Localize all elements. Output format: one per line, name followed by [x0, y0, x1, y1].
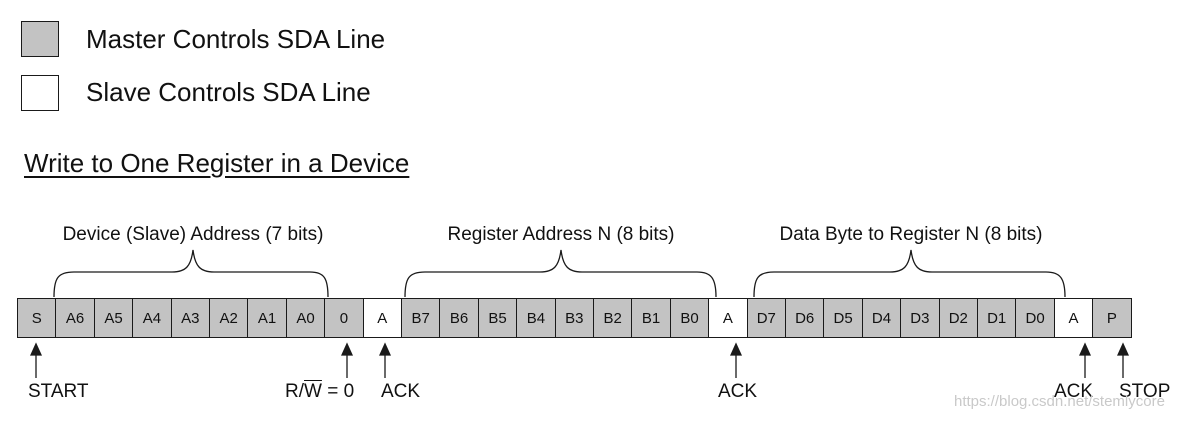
frame-cell: B3: [554, 298, 594, 338]
register-address-brace: [404, 249, 717, 298]
frame-cell: A1: [247, 298, 287, 338]
frame-cell: A: [1053, 298, 1094, 338]
frame-cell: A4: [132, 298, 172, 338]
rw-label: R/W = 0: [285, 381, 354, 403]
diagram-title: Write to One Register in a Device: [24, 148, 410, 178]
frame-cell: A0: [285, 298, 326, 338]
frame-cell: B6: [439, 298, 479, 338]
rw-suffix: = 0: [321, 381, 355, 402]
ack-3-label: ACK: [1054, 381, 1094, 402]
frame-cell: A: [362, 298, 402, 338]
frame-cell: S: [17, 298, 57, 338]
legend-master-label: Master Controls SDA Line: [86, 24, 386, 54]
rw-bar: W: [304, 381, 322, 402]
ack-2-label: ACK: [718, 381, 758, 402]
stop-label: STOP: [1119, 381, 1171, 402]
frame-cell: B5: [477, 298, 518, 338]
rw-prefix: R/: [285, 381, 304, 402]
frame-cell: 0: [324, 298, 364, 338]
legend-slave-swatch: [21, 75, 59, 111]
data-byte-brace: [753, 249, 1066, 298]
frame-cell: B0: [669, 298, 710, 338]
frame-cell: B7: [401, 298, 441, 338]
start-label: START: [28, 381, 89, 402]
ack-3-arrow: [1078, 342, 1092, 378]
data-byte-label: Data Byte to Register N (8 bits): [779, 224, 1043, 245]
frame-cell: D0: [1015, 298, 1055, 338]
frame-cell: A6: [55, 298, 95, 338]
frame-cell: D5: [823, 298, 863, 338]
frame-cell: D3: [900, 298, 940, 338]
device-address-label: Device (Slave) Address (7 bits): [62, 224, 324, 245]
frame-cell: A2: [209, 298, 249, 338]
stop-arrow: [1116, 342, 1130, 378]
frame-cell: A3: [170, 298, 210, 338]
frame-cell: B1: [631, 298, 671, 338]
frame-cell: B2: [593, 298, 633, 338]
frame-cell: A: [708, 298, 748, 338]
start-arrow: [29, 342, 43, 378]
register-address-label: Register Address N (8 bits): [447, 224, 675, 245]
legend-slave-label: Slave Controls SDA Line: [86, 77, 371, 107]
frame-cell: A5: [93, 298, 134, 338]
frame-cell: D2: [938, 298, 978, 338]
frame-cell: P: [1092, 298, 1132, 338]
frame-cell: D4: [861, 298, 902, 338]
frame-cell: B4: [516, 298, 556, 338]
frame-cell: D6: [785, 298, 825, 338]
ack-1-arrow: [378, 342, 392, 378]
frame-cell: D1: [977, 298, 1017, 338]
device-address-brace: [53, 249, 329, 298]
frame-cell: D7: [746, 298, 786, 338]
legend-master-swatch: [21, 21, 59, 57]
ack-1-label: ACK: [381, 381, 421, 402]
rw-arrow: [340, 342, 354, 378]
watermark: https://blog.csdn.net/stemlycore: [954, 393, 1165, 410]
ack-2-arrow: [729, 342, 743, 378]
